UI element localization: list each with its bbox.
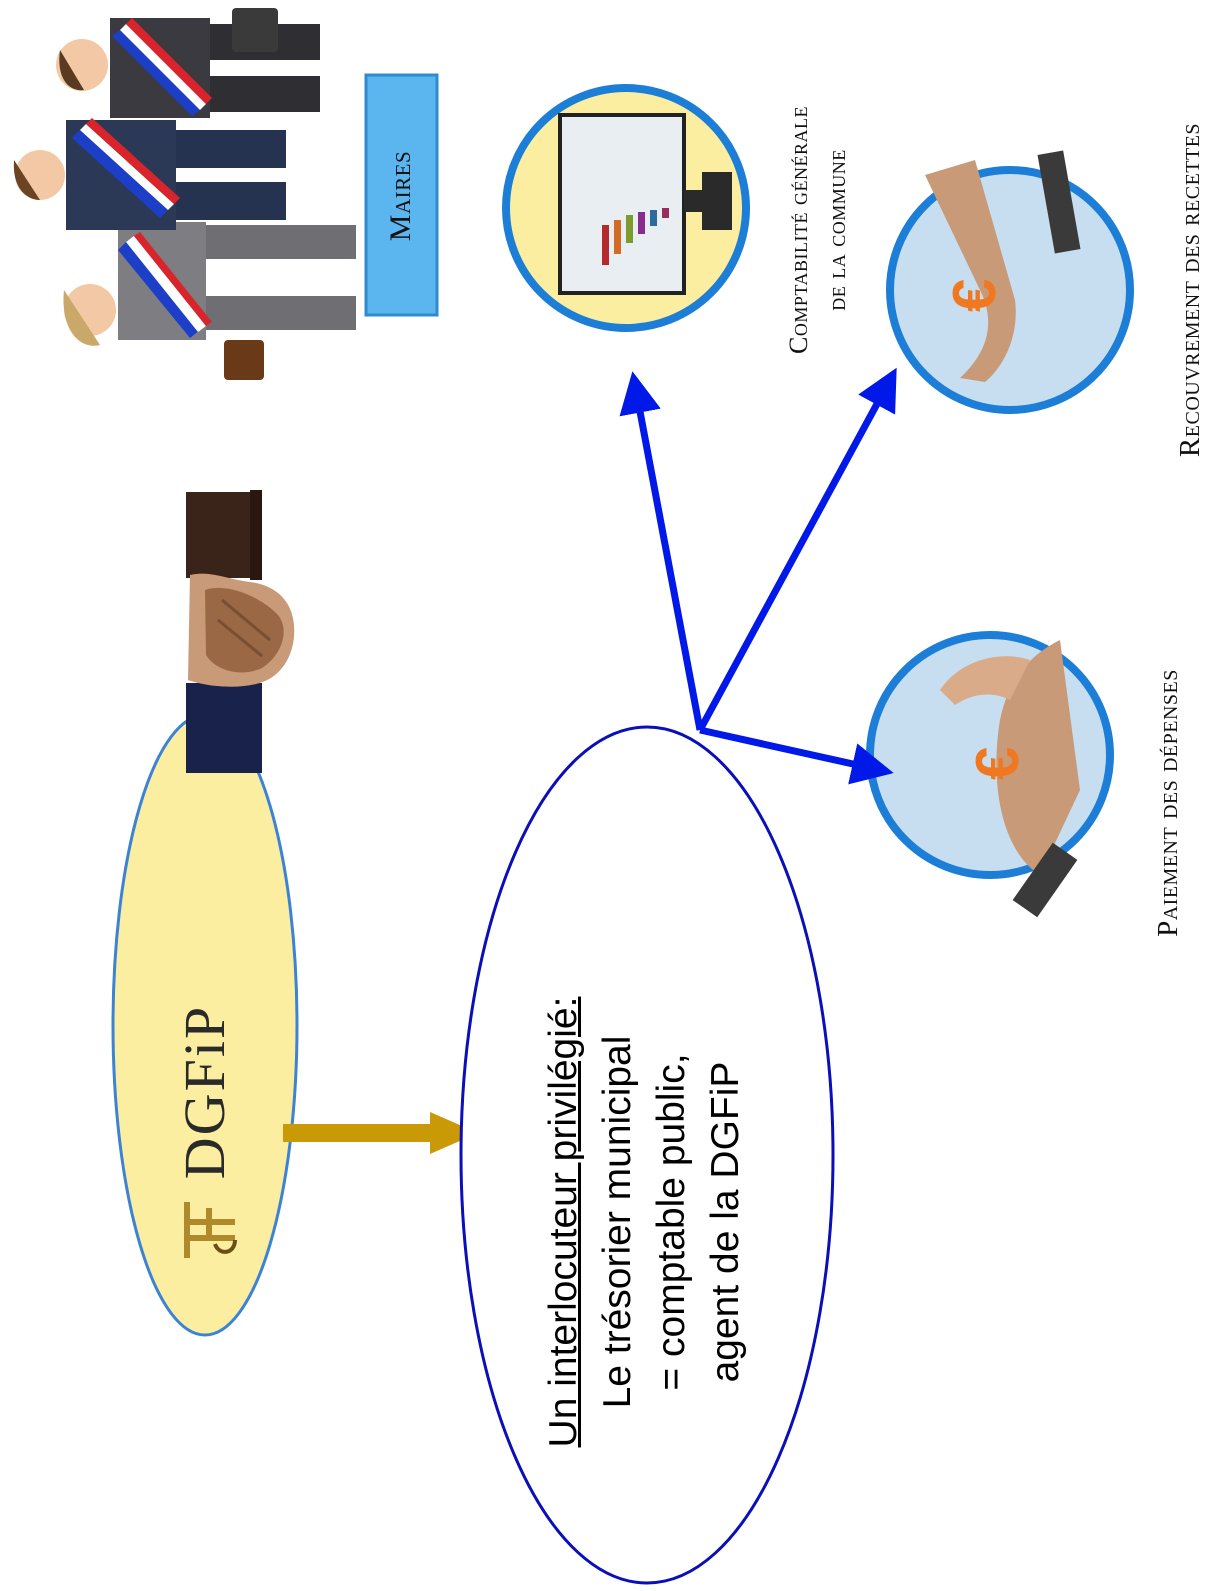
- accounting-label: Comptabilité générale de la commune: [780, 40, 860, 420]
- dgfip-logo-text: DGFiP: [172, 1004, 237, 1180]
- revenue-circle: €: [886, 150, 1134, 414]
- monitor-chart-icon: [558, 113, 732, 295]
- mayors-label: Maires: [384, 150, 417, 242]
- revenue-label: Recouvrement des recettes: [1174, 122, 1206, 458]
- accounting-label-line-2: de la commune: [822, 149, 851, 311]
- arrow-to-expenses: [699, 726, 894, 785]
- arrow-to-accounting: [619, 371, 704, 731]
- hand-giving-euro-icon: €: [940, 640, 1080, 918]
- gold-arrow: [283, 1112, 478, 1154]
- treasurer-line-2: = comptable public,: [650, 1053, 693, 1391]
- treasurer-heading: Un interlocuteur privilégié:: [542, 996, 585, 1448]
- blue-arrows: [619, 367, 897, 785]
- mayor-figures: [13, 8, 356, 380]
- svg-text:€: €: [964, 747, 1031, 780]
- expense-circle: €: [866, 631, 1114, 918]
- treasurer-line-1: Le trésorier municipal: [596, 1035, 639, 1409]
- treasurer-line-3: agent de la DGFiP: [704, 1061, 747, 1383]
- handshake-icon: [186, 490, 295, 773]
- treasurer-ellipse: [459, 725, 835, 1585]
- hand-receiving-euro-icon: €: [925, 150, 1081, 382]
- dgfip-monogram-icon: [184, 1202, 237, 1258]
- accounting-circle: [502, 84, 750, 332]
- mayor-icon: [13, 118, 286, 230]
- mayors-label-box: [364, 73, 439, 317]
- accounting-label-line-1: Comptabilité générale: [784, 106, 813, 354]
- expense-label: Paiement des dépenses: [1152, 669, 1184, 937]
- mayor-icon: [63, 222, 356, 380]
- svg-text:€: €: [941, 279, 1008, 312]
- mayor-icon: [56, 8, 320, 118]
- arrow-to-revenue: [696, 367, 897, 732]
- treasurer-text: Un interlocuteur privilégié: Le trésorie…: [537, 942, 757, 1502]
